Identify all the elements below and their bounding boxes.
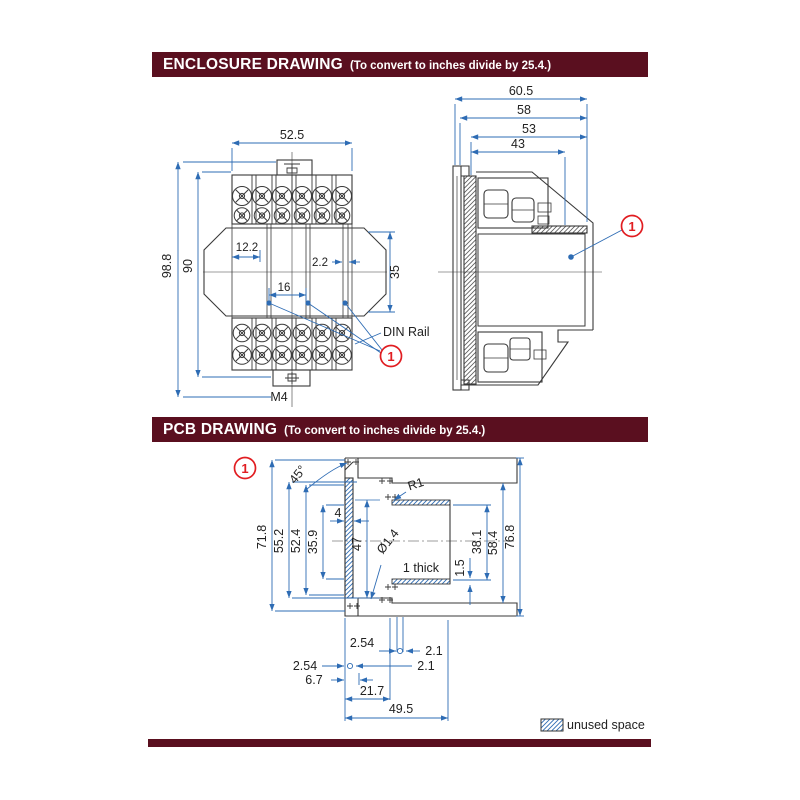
legend-hatch-swatch (540, 718, 564, 732)
terminal-screw (272, 186, 292, 206)
dim-2-54-bot: 2.54 (293, 659, 317, 673)
dim-76-8: 76.8 (503, 525, 517, 549)
label-m4: M4 (270, 390, 287, 404)
enclosure-subtitle: (To convert to inches divide by 25.4.) (349, 60, 552, 72)
dim-35-9: 35.9 (306, 530, 320, 554)
terminal-screw (312, 186, 332, 206)
terminal-screw (233, 207, 251, 224)
dim-2-1-bot: 2.1 (417, 659, 434, 673)
enclosure-section-header: ENCLOSURE DRAWING (To convert to inches … (152, 52, 648, 77)
enclosure-front-callout: 1 (379, 344, 403, 368)
pcb-dim-labels: 71.8 55.2 52.4 35.9 47 4 45° R1 Ø1.4 1 t… (255, 463, 517, 716)
dim-47: 47 (350, 537, 364, 551)
pcb-callout: 1 (233, 456, 257, 480)
enclosure-front-view (203, 152, 387, 407)
enclosure-side-callout: 1 (620, 214, 644, 238)
terminal-screw (252, 323, 272, 343)
dim-55-2: 55.2 (272, 529, 286, 553)
dim-52-4: 52.4 (289, 529, 303, 553)
dim-16: 16 (278, 282, 291, 294)
pcb-section-header: PCB DRAWING (To convert to inches divide… (152, 417, 648, 442)
dim-35: 35 (388, 265, 402, 279)
terminal-screw (253, 207, 271, 224)
dim-21-7: 21.7 (360, 684, 384, 698)
terminal-screw (292, 186, 312, 206)
enclosure-front-dimensions (175, 140, 395, 398)
terminal-screw (312, 323, 332, 343)
dim-2-1-top: 2.1 (425, 644, 442, 658)
dim-58-4: 58.4 (486, 531, 500, 555)
terminal-screw (232, 345, 252, 365)
dim-58: 58 (517, 103, 531, 117)
terminal-screw (252, 345, 272, 365)
pcb-subtitle: (To convert to inches divide by 25.4.) (284, 425, 486, 437)
callout-1-side: 1 (628, 219, 635, 234)
terminal-screw (293, 207, 311, 224)
terminal-screw (232, 186, 252, 206)
terminal-screw (313, 207, 331, 224)
terminal-screw (312, 345, 332, 365)
terminal-screw (273, 207, 291, 224)
terminal-screw (292, 345, 312, 365)
terminal-screw (292, 323, 312, 343)
pcb-title: PCB DRAWING (163, 421, 278, 438)
terminal-screw (333, 207, 351, 224)
enclosure-side-dimensions (454, 96, 623, 260)
dim-6-7: 6.7 (305, 673, 322, 687)
label-din-rail: DIN Rail (383, 325, 430, 339)
page-footer-rule (148, 739, 651, 747)
legend-unused-space: unused space (540, 718, 645, 732)
enclosure-side-view (438, 165, 602, 391)
dim-53: 53 (522, 122, 536, 136)
enclosure-front-dim-labels: 52.5 98.8 90 12.2 2.2 16 35 M4 DIN Rail (160, 128, 430, 404)
dim-60-5: 60.5 (509, 84, 533, 98)
dim-43: 43 (511, 137, 525, 151)
dim-71-8: 71.8 (255, 525, 269, 549)
dim-r1: R1 (406, 475, 426, 493)
dim-38-1: 38.1 (470, 530, 484, 554)
pcb-dimensions (269, 457, 524, 721)
dim-2-2: 2.2 (312, 257, 328, 269)
dim-2-54-top: 2.54 (350, 636, 374, 650)
terminal-screw (332, 323, 352, 343)
callout-1-pcb: 1 (241, 461, 248, 476)
dim-dia-1-4: Ø1.4 (374, 527, 402, 557)
terminal-screw (272, 323, 292, 343)
enclosure-title: ENCLOSURE DRAWING (163, 56, 343, 73)
terminal-screw (272, 345, 292, 365)
dim-1-5: 1.5 (453, 559, 467, 576)
legend-label: unused space (567, 718, 645, 732)
dim-4: 4 (335, 506, 342, 520)
terminal-screw (232, 323, 252, 343)
label-1-thick: 1 thick (403, 561, 440, 575)
enclosure-side-dim-labels: 60.5 58 53 43 (509, 84, 536, 151)
terminal-screw (332, 345, 352, 365)
dim-52-5: 52.5 (280, 128, 304, 142)
dim-45deg: 45° (287, 463, 310, 487)
dim-49-5: 49.5 (389, 702, 413, 716)
dim-90: 90 (181, 259, 195, 273)
callout-1: 1 (387, 349, 394, 364)
terminal-screw (252, 186, 272, 206)
terminal-screw (332, 186, 352, 206)
dim-12-2: 12.2 (236, 242, 258, 254)
dim-98-8: 98.8 (160, 254, 174, 278)
